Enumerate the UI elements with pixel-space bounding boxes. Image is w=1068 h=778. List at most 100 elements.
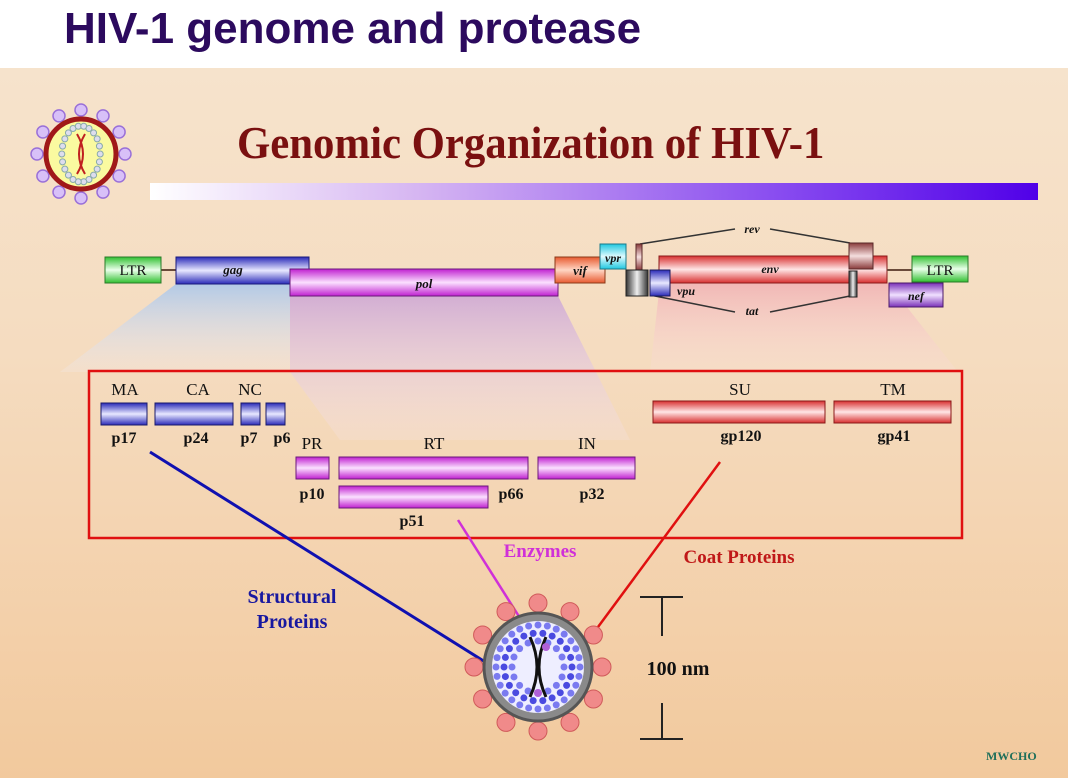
author-credit: MWCHO	[986, 749, 1037, 763]
pol-projection	[290, 296, 630, 440]
capsid-subunit	[560, 663, 568, 671]
capsid-subunit	[552, 701, 560, 709]
tat-label: tat	[746, 304, 759, 318]
capsid-subunit	[572, 681, 580, 689]
logo-capsid	[93, 135, 101, 143]
capsid-subunit	[567, 673, 575, 681]
logo-knob	[52, 185, 66, 199]
p66-label: p66	[499, 486, 524, 503]
logo-rna	[78, 133, 86, 175]
capsid-subunit	[516, 625, 524, 633]
logo-knob	[74, 103, 88, 117]
gag-label: gag	[222, 262, 243, 277]
coat-leader-line	[596, 461, 722, 628]
su-label: SU	[729, 380, 751, 399]
ltr-left-box	[104, 256, 162, 284]
capsid-subunit	[560, 630, 568, 638]
logo-capsid	[85, 125, 93, 133]
capsid-subunit	[548, 632, 556, 640]
capsid-subunit	[575, 672, 583, 680]
capsid-subunit	[567, 689, 575, 697]
rev-splice-line	[639, 228, 736, 245]
glycoprotein-knob	[592, 657, 612, 677]
nc-label: NC	[238, 380, 262, 399]
structural-label-line1: Structural	[248, 586, 337, 608]
p51-label: p51	[400, 513, 425, 530]
pol-gene	[289, 268, 559, 297]
rev-splice-line-right	[769, 228, 851, 244]
capsid-subunit	[524, 687, 532, 695]
logo-knob	[74, 191, 88, 205]
logo-capsid	[64, 171, 72, 179]
capsid-subunit	[567, 653, 575, 661]
ca-label: CA	[186, 380, 210, 399]
logo-capsid	[90, 129, 98, 137]
logo-capsid	[59, 158, 67, 166]
glycoprotein-knob	[583, 625, 603, 645]
vpr-gene	[599, 243, 627, 270]
env-projection	[650, 283, 958, 372]
capsid-subunit	[500, 663, 508, 671]
capsid-subunit	[524, 639, 532, 647]
capsid-subunit	[516, 701, 524, 709]
vif-gene	[554, 256, 606, 284]
pr-label: PR	[302, 434, 323, 453]
capsid-subunit	[575, 654, 583, 662]
glycoprotein-knob	[473, 689, 493, 709]
capsid-subunit	[544, 687, 552, 695]
p24-label: p24	[184, 430, 209, 447]
capsid-subunit	[534, 637, 542, 645]
capsid-subunit	[556, 637, 564, 645]
enzyme-particle	[542, 643, 550, 651]
logo-capsid	[59, 142, 67, 150]
nef-label: nef	[908, 289, 925, 303]
logo-knob	[36, 125, 50, 139]
capsid-subunit	[520, 694, 528, 702]
logo-knob	[112, 125, 126, 139]
capsid-subunit	[493, 672, 501, 680]
capsid-subunit	[493, 654, 501, 662]
vif-label: vif	[573, 263, 588, 278]
p17-label: p17	[112, 430, 137, 447]
tat-exon2	[848, 270, 858, 298]
tat-exon1	[625, 269, 649, 297]
p10-label: p10	[300, 486, 325, 503]
capsid-subunit	[520, 632, 528, 640]
capsid-subunit	[539, 629, 547, 637]
glycoprotein-knob	[464, 657, 484, 677]
rt-p51-bar	[338, 485, 489, 509]
virion-illustration	[464, 593, 612, 741]
logo-rna	[76, 133, 84, 175]
glycoprotein-knob	[496, 602, 516, 622]
p6-label: p6	[274, 430, 291, 447]
rna-strand	[528, 636, 539, 698]
capsid-subunit	[534, 621, 542, 629]
page-title: HIV-1 genome and protease	[64, 4, 642, 53]
enzymes-leader-line	[456, 519, 522, 619]
capsid-subunit	[558, 673, 566, 681]
gp41-label: gp41	[878, 428, 911, 445]
capsid-subunit	[552, 681, 560, 689]
virus-logo-icon	[30, 103, 132, 205]
capsid-subunit	[525, 704, 533, 712]
tat-splice-line	[649, 294, 736, 313]
pol-label: pol	[415, 276, 433, 291]
logo-knob	[96, 109, 110, 123]
rev-exon1	[635, 243, 643, 271]
p32-label: p32	[580, 486, 605, 503]
nc-bar	[240, 402, 261, 426]
capsid-subunit	[529, 629, 537, 637]
enzymes-label: Enzymes	[504, 541, 577, 562]
capsid-subunit	[510, 653, 518, 661]
capsid-subunit	[492, 663, 500, 671]
gag-gene	[175, 256, 310, 285]
logo-knob	[112, 169, 126, 183]
capsid-subunit	[568, 663, 576, 671]
vpu-gene	[649, 269, 671, 297]
ltr-right-label: LTR	[927, 263, 954, 279]
protein-products-box	[87, 369, 964, 540]
capsid-subunit	[501, 653, 509, 661]
glycoprotein-knob	[528, 593, 548, 613]
logo-capsid	[90, 171, 98, 179]
